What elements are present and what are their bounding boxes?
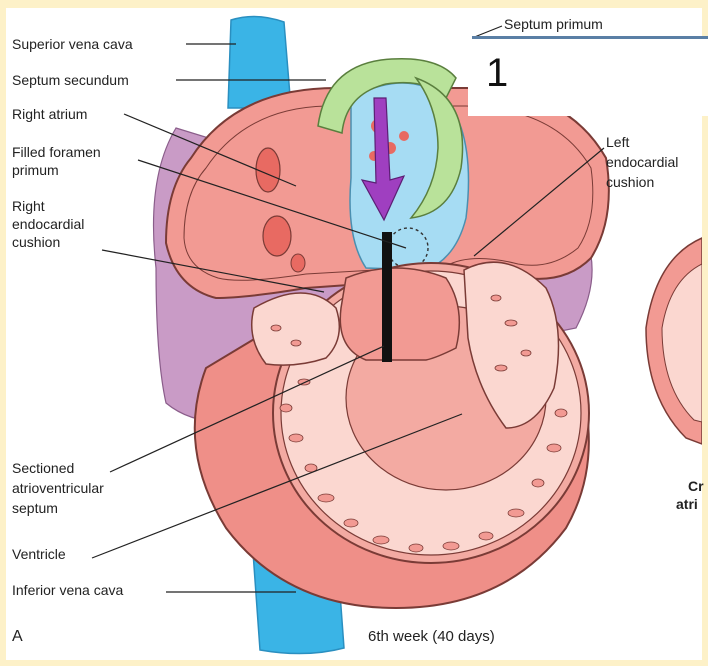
label-sectioned-av-1: Sectioned bbox=[12, 460, 75, 476]
ostium-3 bbox=[290, 253, 306, 273]
cut-label-2: atri bbox=[676, 496, 698, 512]
septum-primum-shape bbox=[409, 76, 464, 219]
overlay-accent-bar bbox=[472, 36, 708, 39]
label-ventricle: Ventricle bbox=[12, 546, 66, 562]
label-superior-vena-cava: Superior vena cava bbox=[12, 36, 133, 52]
ostium-2 bbox=[262, 215, 292, 257]
heart-illustration bbox=[91, 15, 702, 655]
septum-secundum-shape bbox=[317, 58, 457, 134]
label-right-endocardial-1: Right bbox=[12, 198, 45, 214]
foramen-dot-4 bbox=[399, 131, 409, 141]
label-septum-primum: Septum primum bbox=[504, 16, 603, 32]
atria-inner bbox=[183, 105, 594, 281]
label-right-atrium: Right atrium bbox=[12, 106, 88, 122]
overlay-number-box: 1 bbox=[468, 36, 708, 116]
caption: 6th week (40 days) bbox=[368, 628, 495, 645]
label-right-endocardial-2: endocardial bbox=[12, 216, 85, 232]
heart-diagram-panel: Superior vena cava Septum secundum Right… bbox=[6, 8, 704, 660]
label-inferior-vena-cava: Inferior vena cava bbox=[12, 582, 124, 598]
ostium-1 bbox=[255, 147, 281, 193]
septum-bar bbox=[382, 232, 392, 362]
overlay-number: 1 bbox=[486, 51, 509, 95]
label-septum-secundum: Septum secundum bbox=[12, 72, 129, 88]
label-right-endocardial-3: cushion bbox=[12, 234, 61, 250]
cut-section-inner bbox=[661, 263, 702, 423]
label-sectioned-av-3: septum bbox=[12, 500, 58, 516]
left-endocardial-cushion bbox=[463, 261, 560, 429]
cut-label-1: Cr bbox=[688, 478, 704, 494]
label-filled-foramen-2: primum bbox=[12, 162, 59, 178]
panel-letter: A bbox=[12, 628, 23, 645]
label-left-endocardial-1: Left bbox=[606, 134, 630, 150]
av-septum-block bbox=[339, 267, 461, 361]
label-filled-foramen-1: Filled foramen bbox=[12, 144, 101, 160]
label-left-endocardial-2: endocardial bbox=[606, 154, 679, 170]
label-sectioned-av-2: atrioventricular bbox=[12, 480, 104, 496]
down-arrow-icon bbox=[360, 97, 406, 222]
trabecular-pores bbox=[270, 294, 568, 553]
label-left-endocardial-3: cushion bbox=[606, 174, 655, 190]
right-endocardial-cushion bbox=[251, 292, 341, 366]
leader-lines bbox=[91, 25, 605, 593]
